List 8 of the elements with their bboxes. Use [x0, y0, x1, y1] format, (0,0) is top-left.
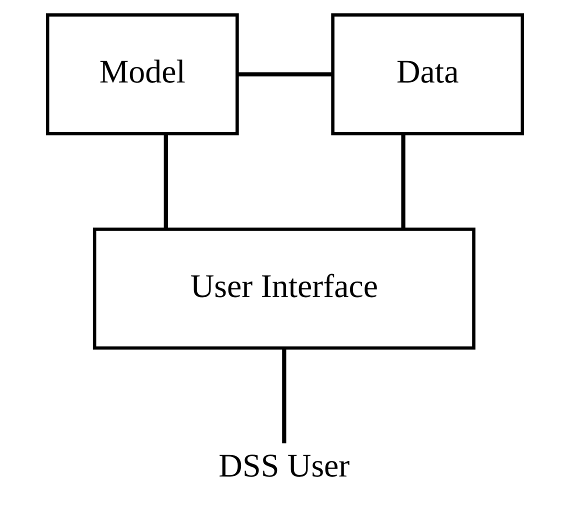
connector	[163, 134, 168, 230]
node-box: Data	[330, 13, 524, 136]
connector	[236, 72, 332, 76]
connector	[400, 134, 405, 230]
node-box: User Interface	[92, 228, 475, 350]
node-text: DSS User	[218, 448, 350, 485]
connector	[282, 348, 286, 444]
node-box: Model	[45, 13, 238, 136]
